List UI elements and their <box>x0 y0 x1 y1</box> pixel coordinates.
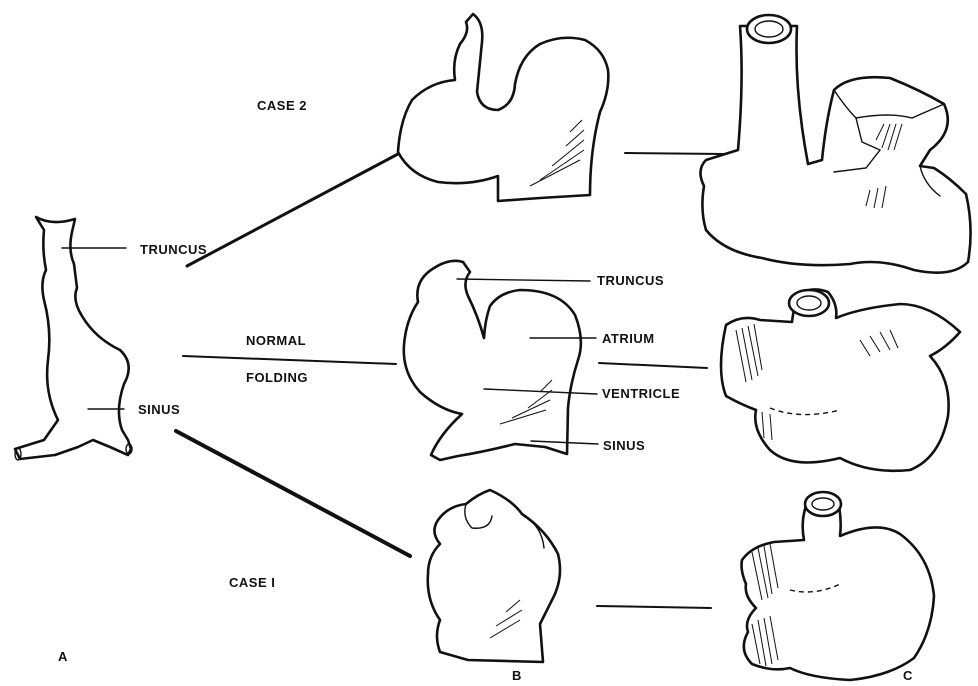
connector-a-to-normal <box>183 356 396 364</box>
truncus-label-b: TRUNCUS <box>597 273 664 288</box>
heart-b-normal <box>404 261 598 460</box>
heart-c-case1 <box>742 492 935 680</box>
connector-b-to-c-case2 <box>625 153 724 154</box>
atrium-label: ATRIUM <box>602 331 655 346</box>
connector-b-to-c-case1 <box>597 606 711 608</box>
heart-b-case2 <box>398 14 608 201</box>
folding-label: FOLDING <box>246 370 308 385</box>
heart-c-normal <box>721 289 960 470</box>
connector-b-to-c-normal <box>599 363 707 368</box>
panel-label-b: B <box>512 668 522 683</box>
connector-a-to-case1 <box>176 431 410 556</box>
case1-label: CASE I <box>229 575 275 590</box>
normal-label: NORMAL <box>246 333 306 348</box>
truncus-label-a: TRUNCUS <box>140 242 207 257</box>
heart-b-case1 <box>428 490 560 662</box>
case2-label: CASE 2 <box>257 98 307 113</box>
panel-label-a: A <box>58 649 68 664</box>
connector-a-to-case2 <box>187 154 398 266</box>
heart-tube-a <box>15 217 132 460</box>
panel-label-c: C <box>903 668 913 683</box>
ventricle-label: VENTRICLE <box>602 386 680 401</box>
sinus-label-a: SINUS <box>138 402 180 417</box>
heart-c-case2 <box>700 15 970 273</box>
sinus-label-b: SINUS <box>603 438 645 453</box>
